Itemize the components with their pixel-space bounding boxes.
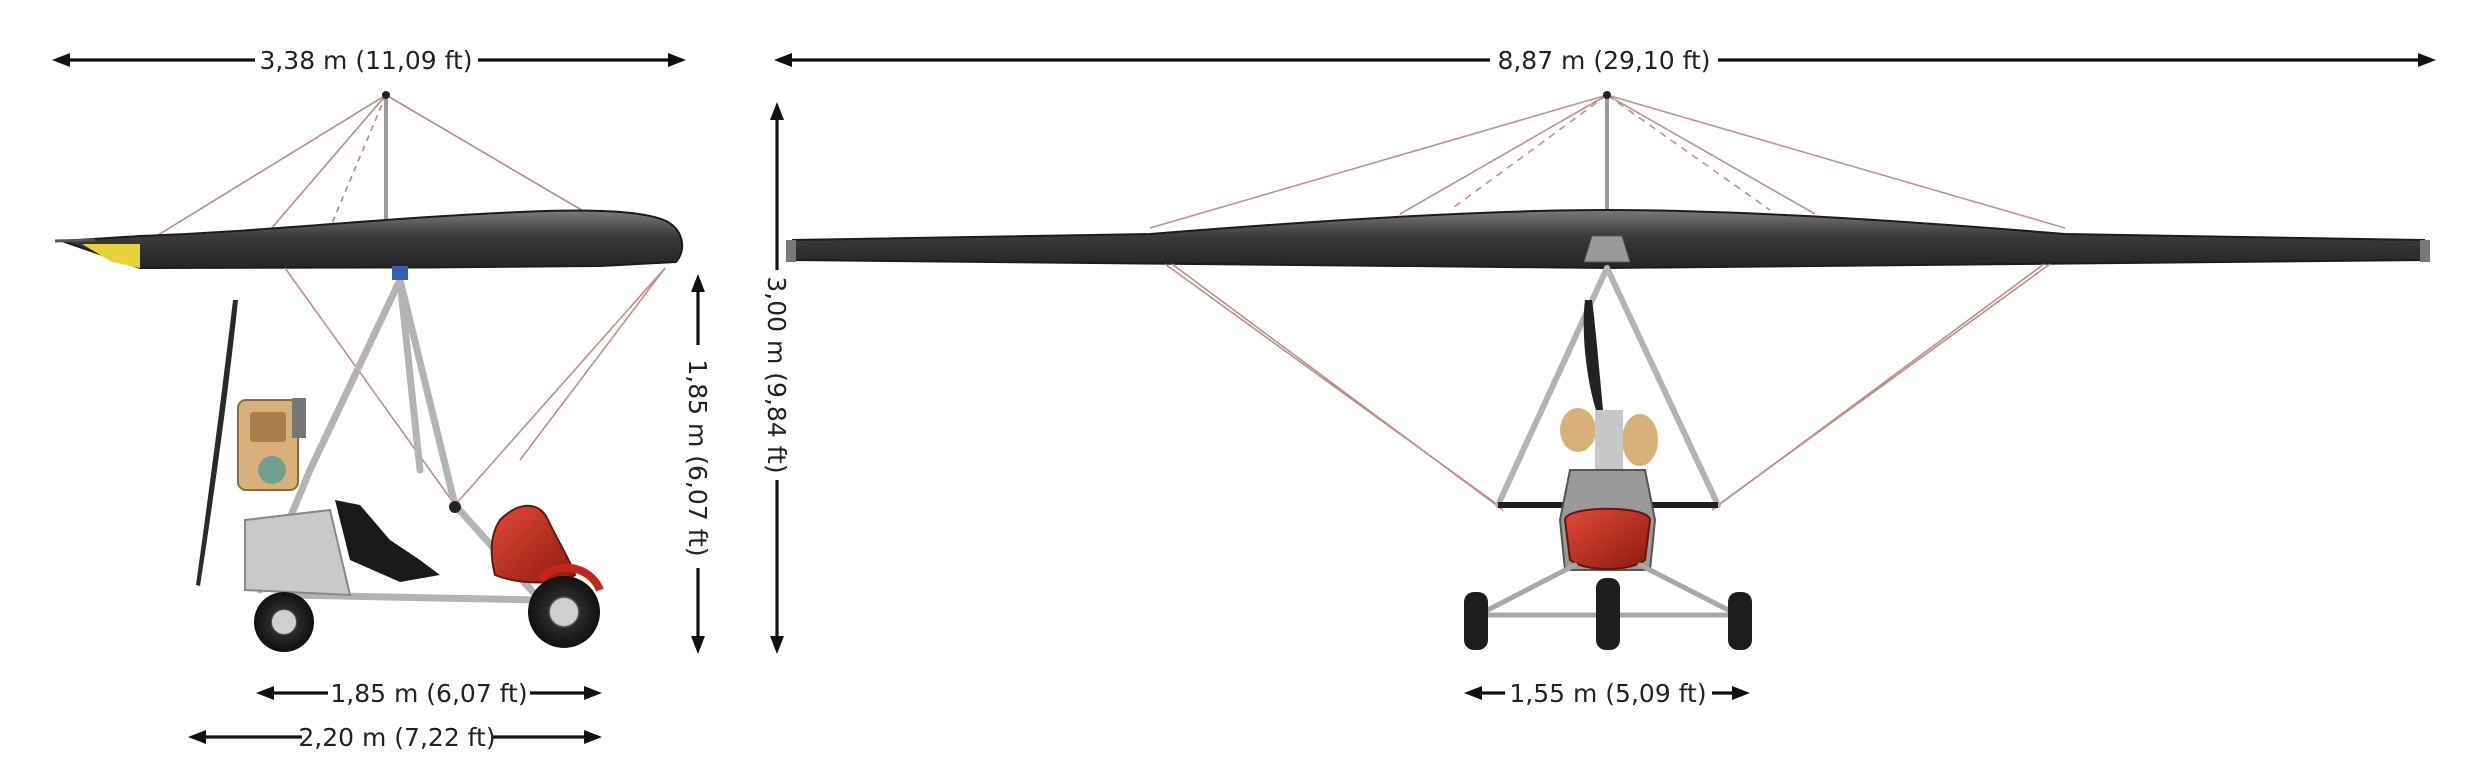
dim-track-width: 1,55 m (5,09 ft) bbox=[1464, 679, 1750, 708]
front-lower-cables bbox=[1164, 263, 2051, 511]
side-engine bbox=[237, 398, 306, 491]
front-crew bbox=[1560, 408, 1658, 470]
side-front-wheel bbox=[528, 563, 604, 648]
side-wing-yellow-edge bbox=[82, 244, 140, 268]
dim-track-width-label: 1,55 m (5,09 ft) bbox=[1509, 679, 1706, 708]
side-hang-block bbox=[392, 266, 408, 280]
front-kingpost-tip bbox=[1603, 91, 1611, 99]
front-fairing bbox=[1563, 507, 1652, 570]
side-body-panel bbox=[244, 508, 352, 597]
side-upper-cables bbox=[149, 94, 591, 241]
side-lower-cables bbox=[284, 267, 666, 506]
dim-trike-height-label: 1,85 m (6,07 ft) bbox=[683, 359, 712, 556]
front-upper-cables bbox=[1149, 94, 2066, 229]
dim-front-span-label: 8,87 m (29,10 ft) bbox=[1497, 46, 1710, 75]
side-wing bbox=[61, 209, 684, 270]
front-propeller bbox=[1583, 300, 1604, 420]
dim-side-span: 3,38 m (11,09 ft) bbox=[52, 46, 686, 75]
front-nose-wheel bbox=[1596, 578, 1620, 650]
front-view-trike bbox=[786, 91, 2430, 650]
side-front-fairing bbox=[490, 504, 577, 584]
side-wing-nose-tube bbox=[54, 238, 96, 243]
dim-trike-height: 1,85 m (6,07 ft) bbox=[683, 274, 712, 654]
front-wing-center-hub bbox=[1583, 235, 1631, 263]
dim-wheelbase: 1,85 m (6,07 ft) bbox=[256, 679, 602, 708]
side-control-bar-end bbox=[449, 501, 461, 513]
dim-front-span: 8,87 m (29,10 ft) bbox=[774, 46, 2436, 75]
front-left-wheel bbox=[1464, 592, 1488, 650]
dim-overall-length-label: 2,20 m (7,22 ft) bbox=[298, 723, 495, 752]
side-propeller bbox=[196, 300, 238, 586]
front-wing-left-tip bbox=[786, 240, 796, 262]
dim-side-span-label: 3,38 m (11,09 ft) bbox=[259, 46, 472, 75]
dim-total-height: 3,00 m (9,84 ft) bbox=[762, 102, 791, 654]
dim-overall-length: 2,20 m (7,22 ft) bbox=[188, 723, 602, 752]
side-kingpost-tip bbox=[382, 91, 390, 99]
side-seat bbox=[335, 500, 440, 582]
dim-wheelbase-label: 1,85 m (6,07 ft) bbox=[330, 679, 527, 708]
side-rear-wheel bbox=[254, 592, 314, 652]
front-wing-right-tip bbox=[2420, 240, 2430, 262]
side-view-trike bbox=[54, 91, 684, 652]
dim-total-height-label: 3,00 m (9,84 ft) bbox=[762, 276, 791, 473]
front-right-wheel bbox=[1728, 592, 1752, 650]
